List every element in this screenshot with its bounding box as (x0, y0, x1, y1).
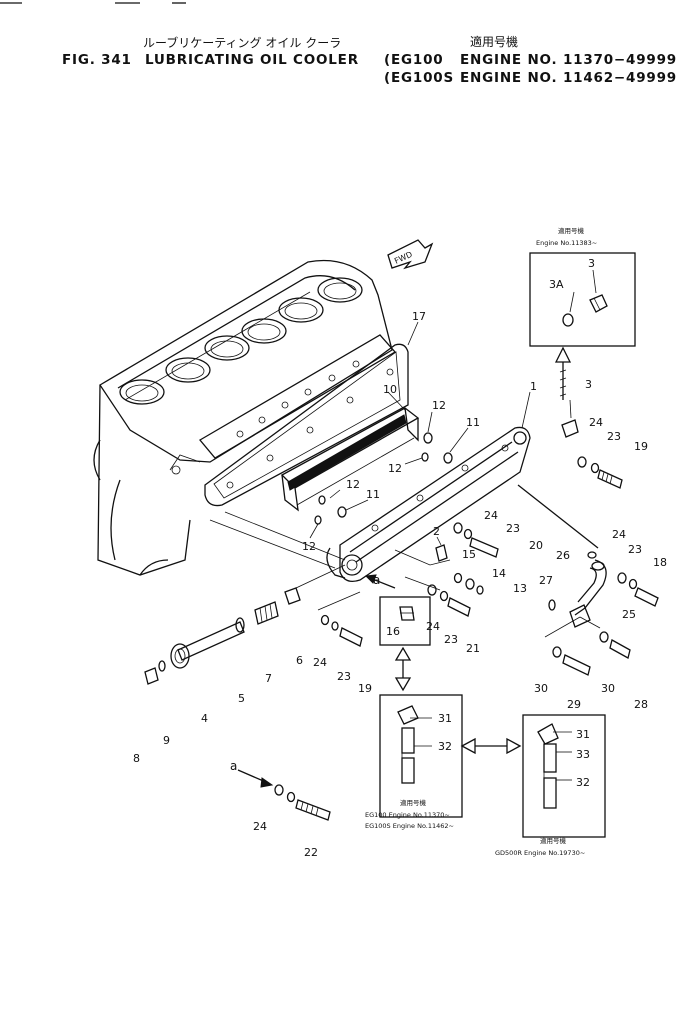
callout-12-a: 12 (432, 399, 446, 412)
callout-24-far-right: 24 (612, 528, 626, 541)
cooler-cover-part-1 (326, 426, 531, 583)
callout-4: 4 (201, 712, 208, 725)
right-inset-jp: 適用号機 (540, 836, 567, 845)
ref-a-bottom: a (230, 759, 237, 773)
callout-23-left: 23 (337, 670, 351, 683)
callout-32-right: 32 (576, 776, 590, 789)
callout-20: 20 (529, 539, 543, 552)
engine-range-line-1: ENGINE NO. 11370−49999) (460, 52, 677, 68)
callout-7: 7 (265, 672, 272, 685)
callout-32-left: 32 (438, 740, 452, 753)
callout-8: 8 (133, 752, 140, 765)
callout-30-left: 30 (534, 682, 548, 695)
callout-25: 25 (622, 608, 636, 621)
callout-24-right: 24 (589, 416, 603, 429)
callout-9: 9 (163, 734, 170, 747)
callout-23-far-right: 23 (628, 543, 642, 556)
fwd-arrow (387, 239, 434, 270)
figure-number: FIG. 341 (62, 52, 132, 68)
double-arrow-vertical (394, 646, 412, 692)
callout-28: 28 (634, 698, 648, 711)
bottom-fasteners (237, 769, 331, 821)
model-line-1: (EG100 (384, 52, 444, 68)
callout-3: 3 (585, 378, 592, 391)
right-inset-note: GD500R Engine No.19730~ (495, 849, 585, 857)
callout-10: 10 (383, 383, 397, 396)
callout-2: 2 (433, 525, 440, 538)
callout-12-d: 12 (302, 540, 316, 553)
callout-15: 15 (462, 548, 476, 561)
callout-1: 1 (530, 380, 537, 393)
callout-23-lower: 23 (444, 633, 458, 646)
engine-range-line-2: ENGINE NO. 11462−49999) (460, 70, 677, 86)
callout-29: 29 (567, 698, 581, 711)
o-rings (314, 432, 453, 525)
callout-labels: 1 2 3 3 3A 4 5 6 7 8 9 10 11 11 12 12 12… (133, 257, 667, 859)
callout-11-upper: 11 (466, 416, 480, 429)
japanese-applicable-label: 適用号機 (470, 35, 519, 49)
engine-block (93, 259, 397, 576)
cooler-core-part-10 (280, 407, 420, 512)
callout-31-right: 31 (576, 728, 590, 741)
callout-19-left: 19 (358, 682, 372, 695)
ref-a-top: a (373, 573, 380, 587)
fwd-label: FWD (393, 250, 414, 266)
gasket-part-17 (204, 343, 409, 507)
callout-21: 21 (466, 642, 480, 655)
top-inset-jp: 適用号機 (558, 226, 585, 235)
callout-14: 14 (492, 567, 506, 580)
ref-a-arrow (364, 574, 396, 589)
callout-17: 17 (412, 310, 426, 323)
left-inset-jp: 適用号機 (400, 798, 427, 807)
callout-13: 13 (513, 582, 527, 595)
detail-16-box (379, 596, 431, 646)
callout-30-right: 30 (601, 682, 615, 695)
callout-24-bottom: 24 (253, 820, 267, 833)
figure-title: LUBRICATING OIL COOLER (145, 52, 359, 68)
left-inset-note-line1: EG100 Engine No.11370~ (365, 811, 450, 819)
callout-22: 22 (304, 846, 318, 859)
callout-12-c: 12 (346, 478, 360, 491)
callout-19-right: 19 (634, 440, 648, 453)
callout-24-center: 24 (484, 509, 498, 522)
double-arrow-horizontal (460, 737, 522, 755)
callout-6: 6 (296, 654, 303, 667)
callout-18: 18 (653, 556, 667, 569)
leader-lines (309, 321, 531, 546)
callout-24-lower: 24 (426, 620, 440, 633)
right-inset-box (522, 714, 606, 838)
callout-31-left: 31 (438, 712, 452, 725)
model-line-2: (EG100S (384, 70, 454, 86)
top-inset-engine-note: Engine No.11383~ (536, 239, 597, 247)
elbow-pipe-part-25 (517, 484, 659, 676)
callout-5: 5 (238, 692, 245, 705)
callout-23-right: 23 (607, 430, 621, 443)
right-fasteners-19-23-24 (577, 456, 623, 489)
callout-11-lower: 11 (366, 488, 380, 501)
callout-27: 27 (539, 574, 553, 587)
callout-26: 26 (556, 549, 570, 562)
center-fasteners (394, 522, 499, 617)
callout-12-b: 12 (388, 462, 402, 475)
arrow-up-to-inset (554, 346, 572, 400)
plug-part-3 (561, 399, 579, 438)
callout-3a: 3A (549, 278, 564, 291)
top-inset-box (529, 252, 636, 347)
callout-33: 33 (576, 748, 590, 761)
callout-16: 16 (386, 625, 400, 638)
lower-left-parts (144, 564, 363, 685)
callout-23-center: 23 (506, 522, 520, 535)
japanese-title: ルーブリケーティング オイル クーラ (143, 36, 342, 50)
callout-24-left: 24 (313, 656, 327, 669)
left-inset-box (379, 694, 463, 818)
callout-3-inset: 3 (588, 257, 595, 270)
left-inset-note-line2: EG100S Engine No.11462~ (365, 822, 454, 830)
